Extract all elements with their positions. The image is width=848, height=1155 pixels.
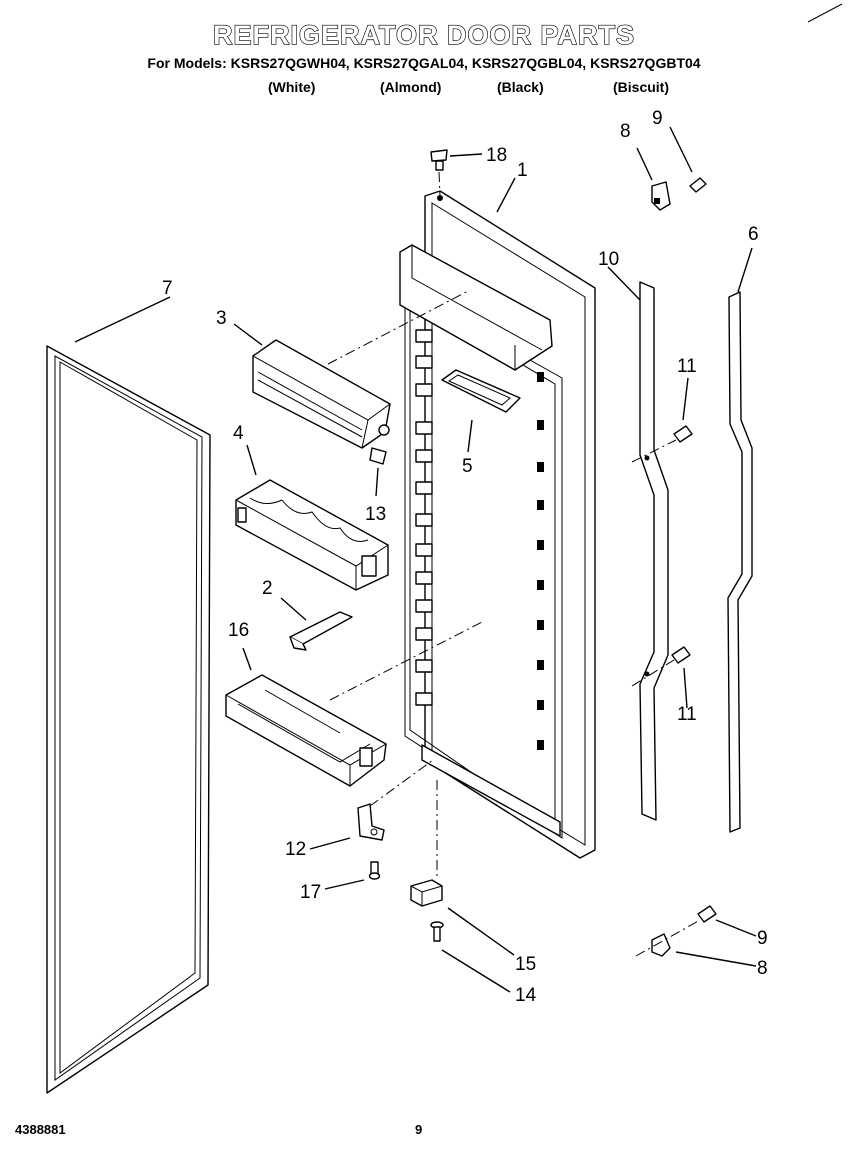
- part-2-bracket: [289, 611, 353, 651]
- color-almond: (Almond): [380, 79, 442, 95]
- callout-9-bottom: 9: [757, 928, 768, 949]
- part-15-hinge-bracket: [410, 879, 443, 907]
- part-9-top-screw: [689, 177, 707, 193]
- part-10-handle-trim: [639, 281, 669, 821]
- callout-15: 15: [515, 954, 536, 975]
- corner-mark: [807, 3, 843, 23]
- part-17-screw: [368, 861, 381, 880]
- callout-1: 1: [517, 160, 528, 181]
- callout-3: 3: [216, 308, 227, 329]
- callout-12: 12: [285, 839, 306, 860]
- shelf-clips: [415, 329, 433, 706]
- callout-14: 14: [515, 985, 537, 1006]
- part-18-plug: [430, 149, 448, 201]
- right-shelf-clips: [537, 372, 544, 750]
- callout-13: 13: [365, 504, 386, 525]
- part-4-egg-tray: [235, 479, 389, 591]
- part-8-bottom-hinge: [651, 933, 671, 957]
- callout-17: 17: [300, 882, 321, 903]
- part-5-small-bin: [441, 369, 521, 413]
- callout-8-bottom: 8: [757, 958, 768, 979]
- part-1-door-liner: [399, 190, 596, 859]
- callout-5: 5: [462, 456, 473, 477]
- part-9-bottom-screw: [697, 905, 717, 923]
- part-3-dairy-compartment: [252, 339, 391, 449]
- callout-10: 10: [598, 249, 619, 270]
- callout-9-top: 9: [652, 108, 663, 129]
- document-id: 4388881: [15, 1122, 66, 1137]
- callout-8-top: 8: [620, 121, 631, 142]
- part-13-pin: [369, 447, 387, 465]
- callout-18: 18: [486, 145, 507, 166]
- part-14-screw: [430, 921, 444, 942]
- callout-2: 2: [262, 578, 273, 599]
- part-6-handle-gasket: [727, 291, 753, 833]
- part-16-door-bin: [225, 674, 387, 787]
- models-line: For Models: KSRS27QGWH04, KSRS27QGAL04, …: [147, 55, 701, 71]
- leader-arrows: [74, 126, 757, 993]
- page-title: REFRIGERATOR DOOR PARTS: [212, 19, 635, 50]
- callout-16: 16: [228, 620, 249, 641]
- page-number: 9: [415, 1122, 423, 1137]
- part-7-door-gasket: [46, 345, 211, 1094]
- callout-4: 4: [233, 423, 244, 444]
- color-black: (Black): [497, 79, 544, 95]
- part-11-lower-screw: [671, 646, 691, 664]
- color-white: (White): [268, 79, 316, 95]
- callout-7: 7: [162, 278, 173, 299]
- part-8-top-hinge: [651, 181, 671, 211]
- part-12-lower-hinge: [357, 803, 385, 841]
- callout-11-bottom: 11: [677, 704, 697, 725]
- part-11-upper-screw: [673, 425, 693, 443]
- color-biscuit: (Biscuit): [613, 79, 669, 95]
- callout-11-top: 11: [677, 356, 697, 377]
- callout-6: 6: [748, 224, 759, 245]
